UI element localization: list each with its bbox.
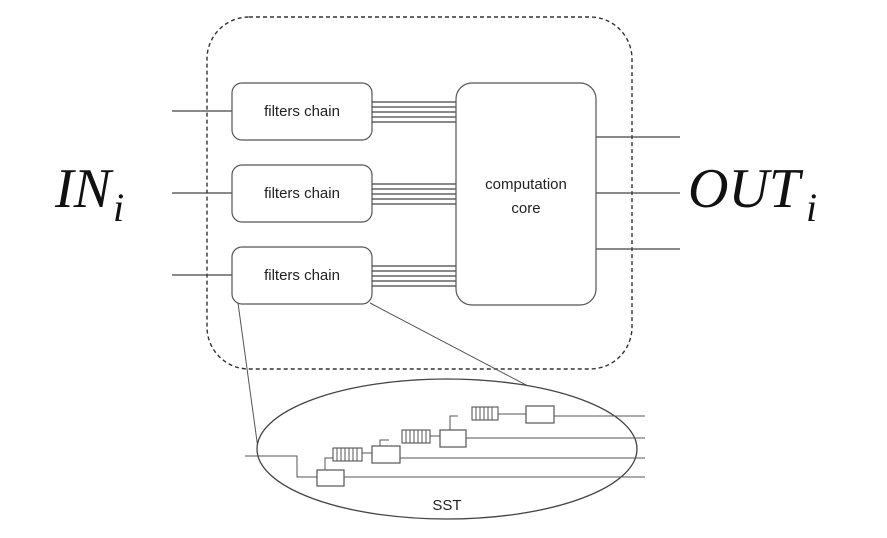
buffer-2 [401,429,431,444]
filters-chain-label: filters chain [264,267,340,284]
filters-chain-3: filters chain [231,246,373,305]
computation-core: computation core [455,82,597,306]
sst-zoom-detail: SST [245,378,645,520]
filters-chain-1: filters chain [231,82,373,141]
sst-label: SST [432,497,461,514]
output-subscript: i [806,185,817,230]
input-label: INi [54,158,124,230]
buffer-3 [471,406,499,421]
bus-lines-3 [372,265,456,287]
buffer-1 [332,447,363,462]
filters-chain-label: filters chain [264,185,340,202]
core-label-line1: computation [485,176,567,193]
input-subscript: i [113,185,124,230]
bus-lines-1 [372,101,456,123]
filters-chain-2: filters chain [231,164,373,223]
filters-chain-label: filters chain [264,103,340,120]
bus-lines-2 [372,183,456,205]
core-label-line2: core [511,200,540,217]
zoom-connector-left [237,302,260,457]
